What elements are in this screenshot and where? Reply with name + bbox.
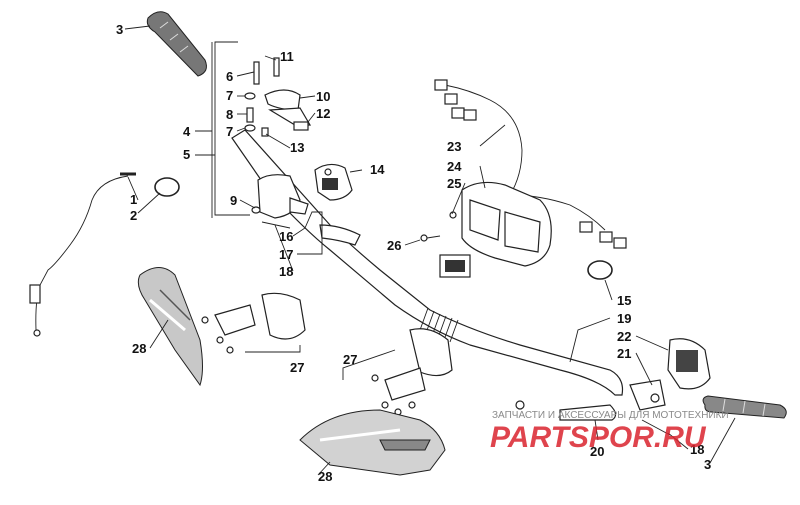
callout-19: 19 xyxy=(617,311,631,326)
left-mount-hardware xyxy=(201,292,306,354)
brake-lever xyxy=(515,400,617,421)
callout-13: 13 xyxy=(290,140,304,155)
callout-28-right: 28 xyxy=(318,469,332,484)
watermark: ЗАПЧАСТИ И АКСЕССУАРЫ ДЛЯ МОТОТЕХНИКИ PA… xyxy=(490,410,729,454)
callout-22: 22 xyxy=(617,329,631,344)
callout-25: 25 xyxy=(447,176,461,191)
callout-18-right: 18 xyxy=(690,442,704,457)
right-handguard-cover xyxy=(299,409,446,476)
throttle-cable xyxy=(29,172,136,337)
callout-21: 21 xyxy=(617,346,631,361)
callout-1: 1 xyxy=(130,192,137,207)
callout-24: 24 xyxy=(447,159,462,174)
left-grip xyxy=(146,11,207,77)
callout-2: 2 xyxy=(130,208,137,223)
throttle-housing xyxy=(251,174,309,229)
callout-17: 17 xyxy=(279,247,293,262)
callout-15: 15 xyxy=(617,293,631,308)
snap-ring-right xyxy=(587,260,613,280)
callout-18-left: 18 xyxy=(279,264,293,279)
snap-ring-left xyxy=(154,177,180,197)
callout-3: 3 xyxy=(116,22,123,37)
callout-27-right: 27 xyxy=(343,352,357,367)
callout-labels: 3 1 2 4 5 6 7 8 7 11 10 12 13 14 9 16 17… xyxy=(116,22,711,484)
brake-switch-housing xyxy=(629,338,711,411)
callout-12: 12 xyxy=(316,106,330,121)
callout-4: 4 xyxy=(183,124,191,139)
callout-14: 14 xyxy=(370,162,385,177)
right-grip xyxy=(702,395,787,419)
callout-26: 26 xyxy=(387,238,401,253)
callout-28-left: 28 xyxy=(132,341,146,356)
callout-5: 5 xyxy=(183,147,190,162)
control-housing xyxy=(439,181,552,278)
callout-3-right: 3 xyxy=(704,457,711,472)
right-mount-hardware xyxy=(342,328,453,416)
screw-26 xyxy=(420,234,428,242)
watermark-tagline: ЗАПЧАСТИ И АКСЕССУАРЫ ДЛЯ МОТОТЕХНИКИ xyxy=(492,410,729,421)
callout-9: 9 xyxy=(230,193,237,208)
callout-10: 10 xyxy=(316,89,330,104)
callout-27-left: 27 xyxy=(290,360,304,375)
callout-20: 20 xyxy=(590,444,604,459)
callout-8: 8 xyxy=(226,107,233,122)
callout-6: 6 xyxy=(226,69,233,84)
throttle-bracket-frame xyxy=(211,41,250,218)
callout-23: 23 xyxy=(447,139,461,154)
left-handguard-cover xyxy=(137,267,203,387)
watermark-brand: PARTSPOR.RU xyxy=(490,421,707,454)
hand-warmer-switch xyxy=(314,163,353,201)
callout-11: 11 xyxy=(280,49,294,64)
leader-lines xyxy=(124,25,736,476)
callout-7-lower: 7 xyxy=(226,124,233,139)
callout-16: 16 xyxy=(279,229,293,244)
callout-7-upper: 7 xyxy=(226,88,233,103)
wiring-harness xyxy=(434,79,627,249)
throttle-lever-hardware xyxy=(244,57,312,137)
